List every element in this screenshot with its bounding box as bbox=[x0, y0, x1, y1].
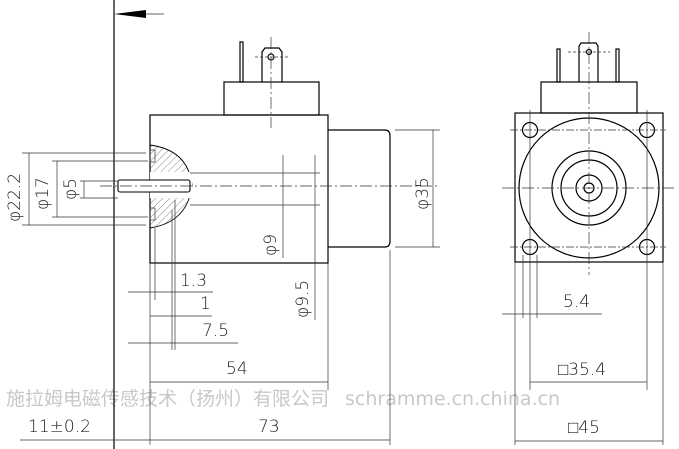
dim-1: 1 bbox=[200, 294, 211, 314]
dim-73: 73 bbox=[258, 417, 280, 437]
watermark-site: schramme.cn.china.cn bbox=[345, 388, 560, 410]
dim-d9-5: φ9.5 bbox=[293, 280, 313, 318]
dim-d5: φ5 bbox=[61, 178, 81, 200]
connector-tab bbox=[261, 47, 283, 82]
side-view: φ22.2 φ17 φ5 φ9 φ9.5 φ35 1.3 1 7.5 54 73 bbox=[5, 0, 440, 449]
connector-pin bbox=[239, 41, 244, 83]
front-view: 5.4 □35.4 □45 bbox=[502, 32, 676, 445]
watermark-company: 施拉姆电磁传感技术（扬州）有限公司 bbox=[6, 388, 329, 410]
dim-d9: φ9 bbox=[261, 234, 281, 256]
dim-sq45: □45 bbox=[568, 418, 600, 438]
dim-d17: φ17 bbox=[33, 177, 53, 210]
connector-pin bbox=[556, 48, 561, 83]
dim-sq35-4: □35.4 bbox=[558, 360, 606, 380]
dim-54: 54 bbox=[226, 359, 248, 379]
direction-arrow bbox=[114, 10, 146, 18]
dim-d22-2: φ22.2 bbox=[5, 173, 25, 222]
connector-block bbox=[223, 81, 320, 116]
coil-extension bbox=[328, 129, 391, 248]
dim-d35: φ35 bbox=[413, 177, 433, 210]
dim-7-5: 7.5 bbox=[202, 321, 229, 341]
dim-11: 11±0.2 bbox=[28, 417, 91, 437]
dim-5-4: 5.4 bbox=[563, 292, 590, 312]
dim-1-3: 1.3 bbox=[180, 271, 207, 291]
connector-tab bbox=[578, 42, 599, 82]
connector-pin bbox=[615, 48, 620, 83]
